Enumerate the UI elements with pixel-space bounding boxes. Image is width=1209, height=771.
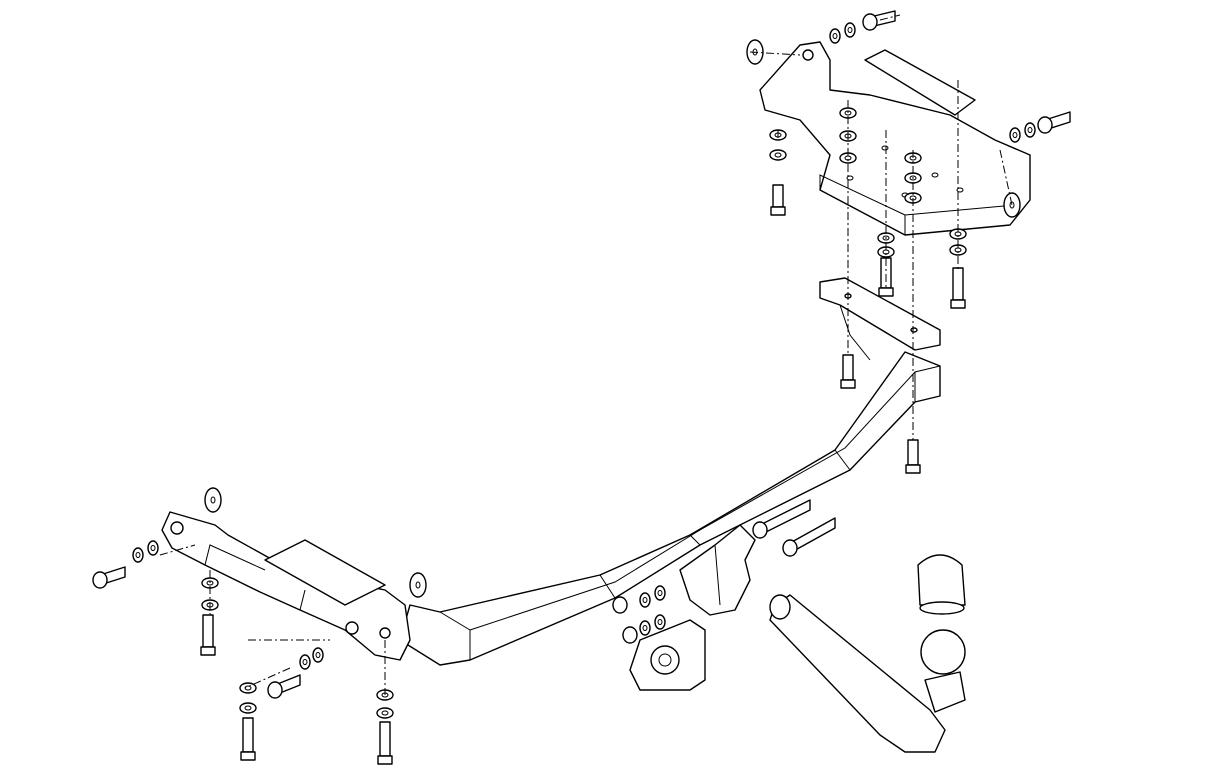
bolt-hole xyxy=(956,187,964,193)
vertical-bolt xyxy=(770,184,786,216)
centerline xyxy=(159,544,196,556)
vertical-bolt xyxy=(905,439,921,474)
washer xyxy=(376,707,394,719)
washer xyxy=(769,149,787,161)
centerline xyxy=(879,14,901,21)
washer xyxy=(312,647,324,663)
washer xyxy=(839,130,857,142)
left-side-bracket xyxy=(161,511,411,661)
main-crossbar xyxy=(399,351,941,666)
washer xyxy=(829,28,841,44)
washer xyxy=(844,22,856,38)
vertical-bolt xyxy=(377,721,393,765)
vertical-bolt xyxy=(840,354,856,389)
bolt-hole xyxy=(881,145,889,151)
washer xyxy=(147,540,159,556)
centerline xyxy=(999,149,1013,206)
tow-ball-arm xyxy=(769,554,966,753)
right-mounting-plate xyxy=(819,277,941,361)
flat-washer xyxy=(409,572,427,598)
washer xyxy=(299,654,311,670)
flat-washer xyxy=(1003,192,1021,218)
washer xyxy=(654,614,666,630)
washer xyxy=(1009,127,1021,143)
horizontal-bolt xyxy=(862,10,896,31)
washer xyxy=(639,592,651,608)
upper-vehicle-bracket xyxy=(759,41,1031,236)
horizontal-bolt xyxy=(267,674,301,699)
horizontal-bolt xyxy=(622,626,638,644)
vertical-bolt xyxy=(878,257,894,297)
horizontal-bolt xyxy=(612,596,628,614)
bolt-hole xyxy=(846,175,854,181)
vertical-bolt xyxy=(200,614,216,656)
socket-plate xyxy=(629,619,706,691)
horizontal-bolt xyxy=(782,517,836,557)
bolt-hole xyxy=(931,172,939,178)
centerlines xyxy=(159,14,1013,695)
washer xyxy=(654,585,666,601)
washer xyxy=(239,702,257,714)
vertical-bolt xyxy=(950,267,966,309)
washer xyxy=(639,620,651,636)
flat-washer xyxy=(204,487,222,513)
vertical-bolt xyxy=(240,717,256,761)
washer xyxy=(1024,122,1036,138)
horizontal-bolt xyxy=(1037,111,1071,134)
horizontal-bolt xyxy=(92,566,126,589)
fasteners xyxy=(92,10,1071,765)
washer xyxy=(239,682,257,694)
horizontal-bolt xyxy=(752,499,811,539)
center-hitch-flange xyxy=(679,524,756,616)
washer xyxy=(132,547,144,563)
